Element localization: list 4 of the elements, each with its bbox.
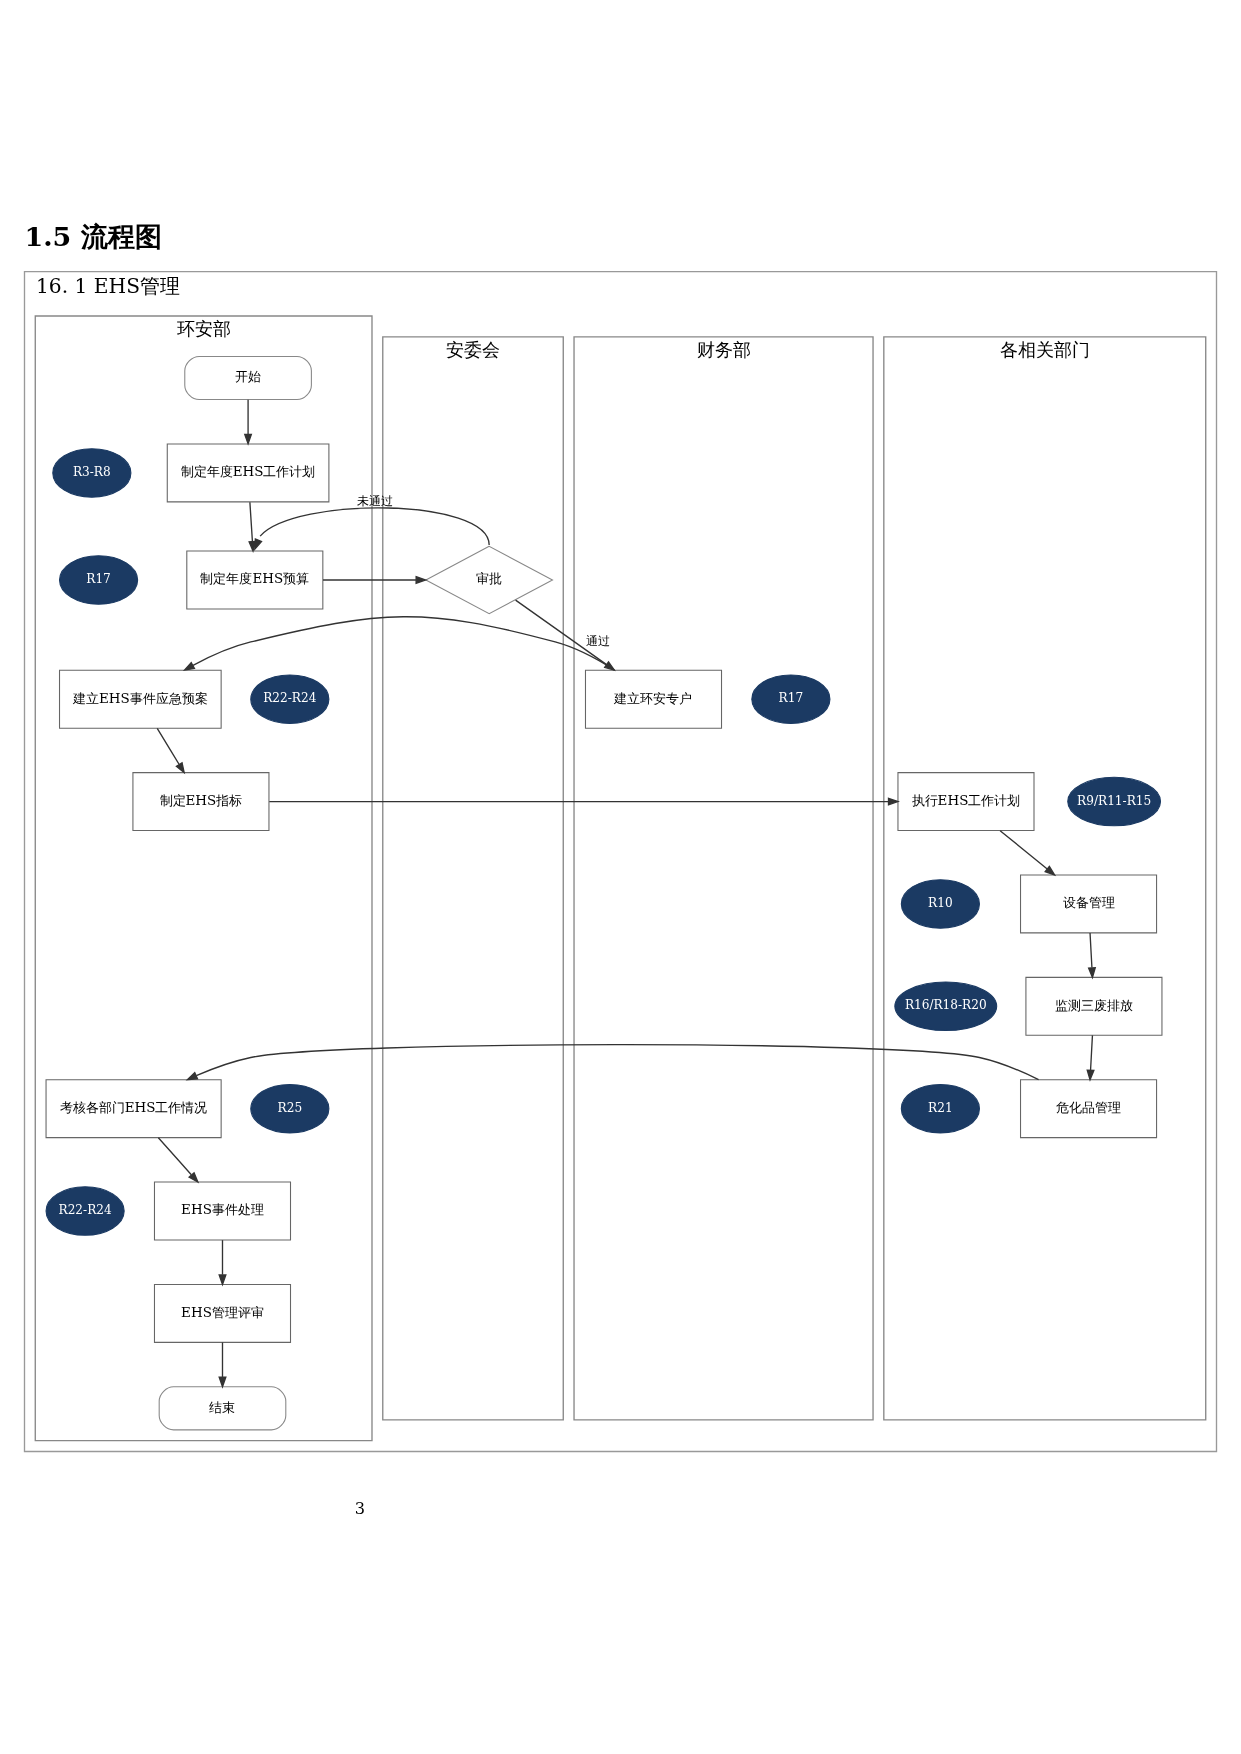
edge-label: 通过 bbox=[585, 633, 610, 648]
diagram-title: 1.5 流程图 bbox=[24, 220, 162, 252]
edge-label: 未通过 bbox=[356, 493, 393, 508]
label: 3 bbox=[354, 1498, 366, 1518]
